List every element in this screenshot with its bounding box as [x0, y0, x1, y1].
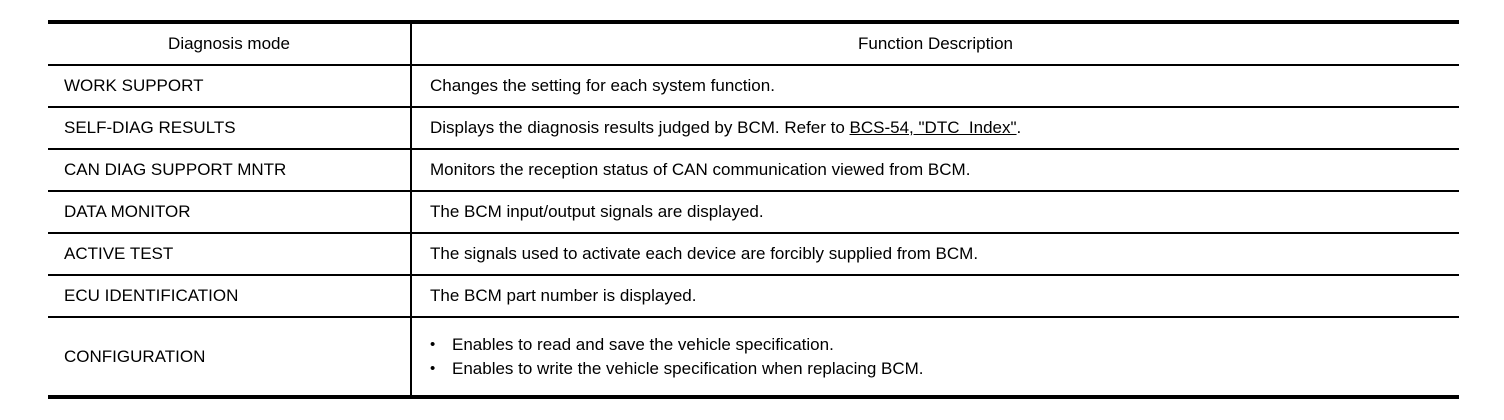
diagnosis-mode-cell: ECU IDENTIFICATION	[48, 276, 412, 316]
diagnosis-mode-cell: ACTIVE TEST	[48, 234, 412, 274]
diagnosis-mode-cell: CAN DIAG SUPPORT MNTR	[48, 150, 412, 190]
function-description-cell: • Enables to read and save the vehicle s…	[412, 318, 1459, 395]
function-description-header: Function Description	[858, 34, 1013, 53]
function-description-cell: Displays the diagnosis results judged by…	[412, 108, 1459, 148]
diagnosis-mode-cell: DATA MONITOR	[48, 192, 412, 232]
diagnosis-mode-cell: SELF-DIAG RESULTS	[48, 108, 412, 148]
dtc-index-link[interactable]: BCS-54, "DTC Index"	[849, 118, 1017, 137]
bullet-icon: •	[430, 359, 436, 377]
description-text: Displays the diagnosis results judged by…	[430, 118, 1021, 138]
diagnosis-mode-cell: CONFIGURATION	[48, 318, 412, 395]
diagnosis-mode-header: Diagnosis mode	[48, 24, 412, 64]
diagnosis-mode-table: Diagnosis mode Function Description WORK…	[48, 20, 1459, 399]
bullet-list: • Enables to read and save the vehicle s…	[430, 333, 924, 381]
bullet-icon: •	[430, 335, 436, 353]
table-row: ECU IDENTIFICATION The BCM part number i…	[48, 276, 1459, 318]
list-item: • Enables to write the vehicle specifica…	[430, 357, 924, 381]
description-suffix: .	[1016, 118, 1022, 137]
table-row: ACTIVE TEST The signals used to activate…	[48, 234, 1459, 276]
table-header-row: Diagnosis mode Function Description	[48, 24, 1459, 66]
function-description-cell: Changes the setting for each system func…	[430, 76, 775, 95]
table-row: CAN DIAG SUPPORT MNTR Monitors the recep…	[48, 150, 1459, 192]
bullet-text: Enables to read and save the vehicle spe…	[452, 334, 834, 354]
bullet-text: Enables to write the vehicle specificati…	[452, 358, 924, 378]
table-row: CONFIGURATION • Enables to read and save…	[48, 318, 1459, 395]
function-description-cell: The signals used to activate each device…	[430, 244, 979, 263]
description-prefix: Displays the diagnosis results judged by…	[430, 118, 850, 137]
list-item: • Enables to read and save the vehicle s…	[430, 333, 924, 357]
function-description-cell: Monitors the reception status of CAN com…	[430, 160, 971, 179]
table-row: WORK SUPPORT Changes the setting for eac…	[48, 66, 1459, 108]
function-description-cell: The BCM part number is displayed.	[430, 286, 697, 305]
function-description-cell: The BCM input/output signals are display…	[430, 202, 764, 221]
table-row: SELF-DIAG RESULTS Displays the diagnosis…	[48, 108, 1459, 150]
table-row: DATA MONITOR The BCM input/output signal…	[48, 192, 1459, 234]
diagnosis-mode-cell: WORK SUPPORT	[48, 66, 412, 106]
